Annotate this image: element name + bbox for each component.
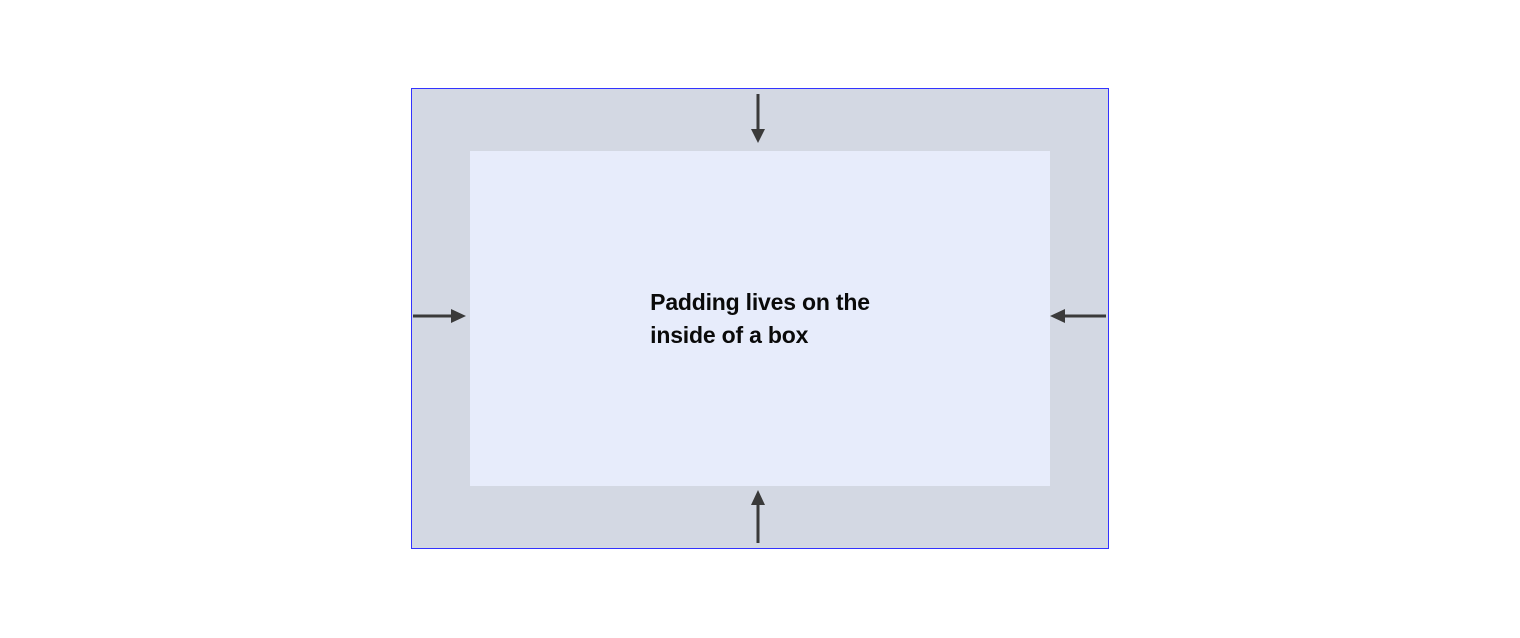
arrow-right-icon — [413, 309, 466, 323]
arrow-left-icon — [1050, 309, 1106, 323]
arrow-down-icon — [751, 94, 765, 143]
arrow-up-icon — [751, 490, 765, 543]
content-label: Padding lives on the inside of a box — [650, 288, 870, 348]
content-region-box: Padding lives on the inside of a box — [470, 151, 1050, 486]
